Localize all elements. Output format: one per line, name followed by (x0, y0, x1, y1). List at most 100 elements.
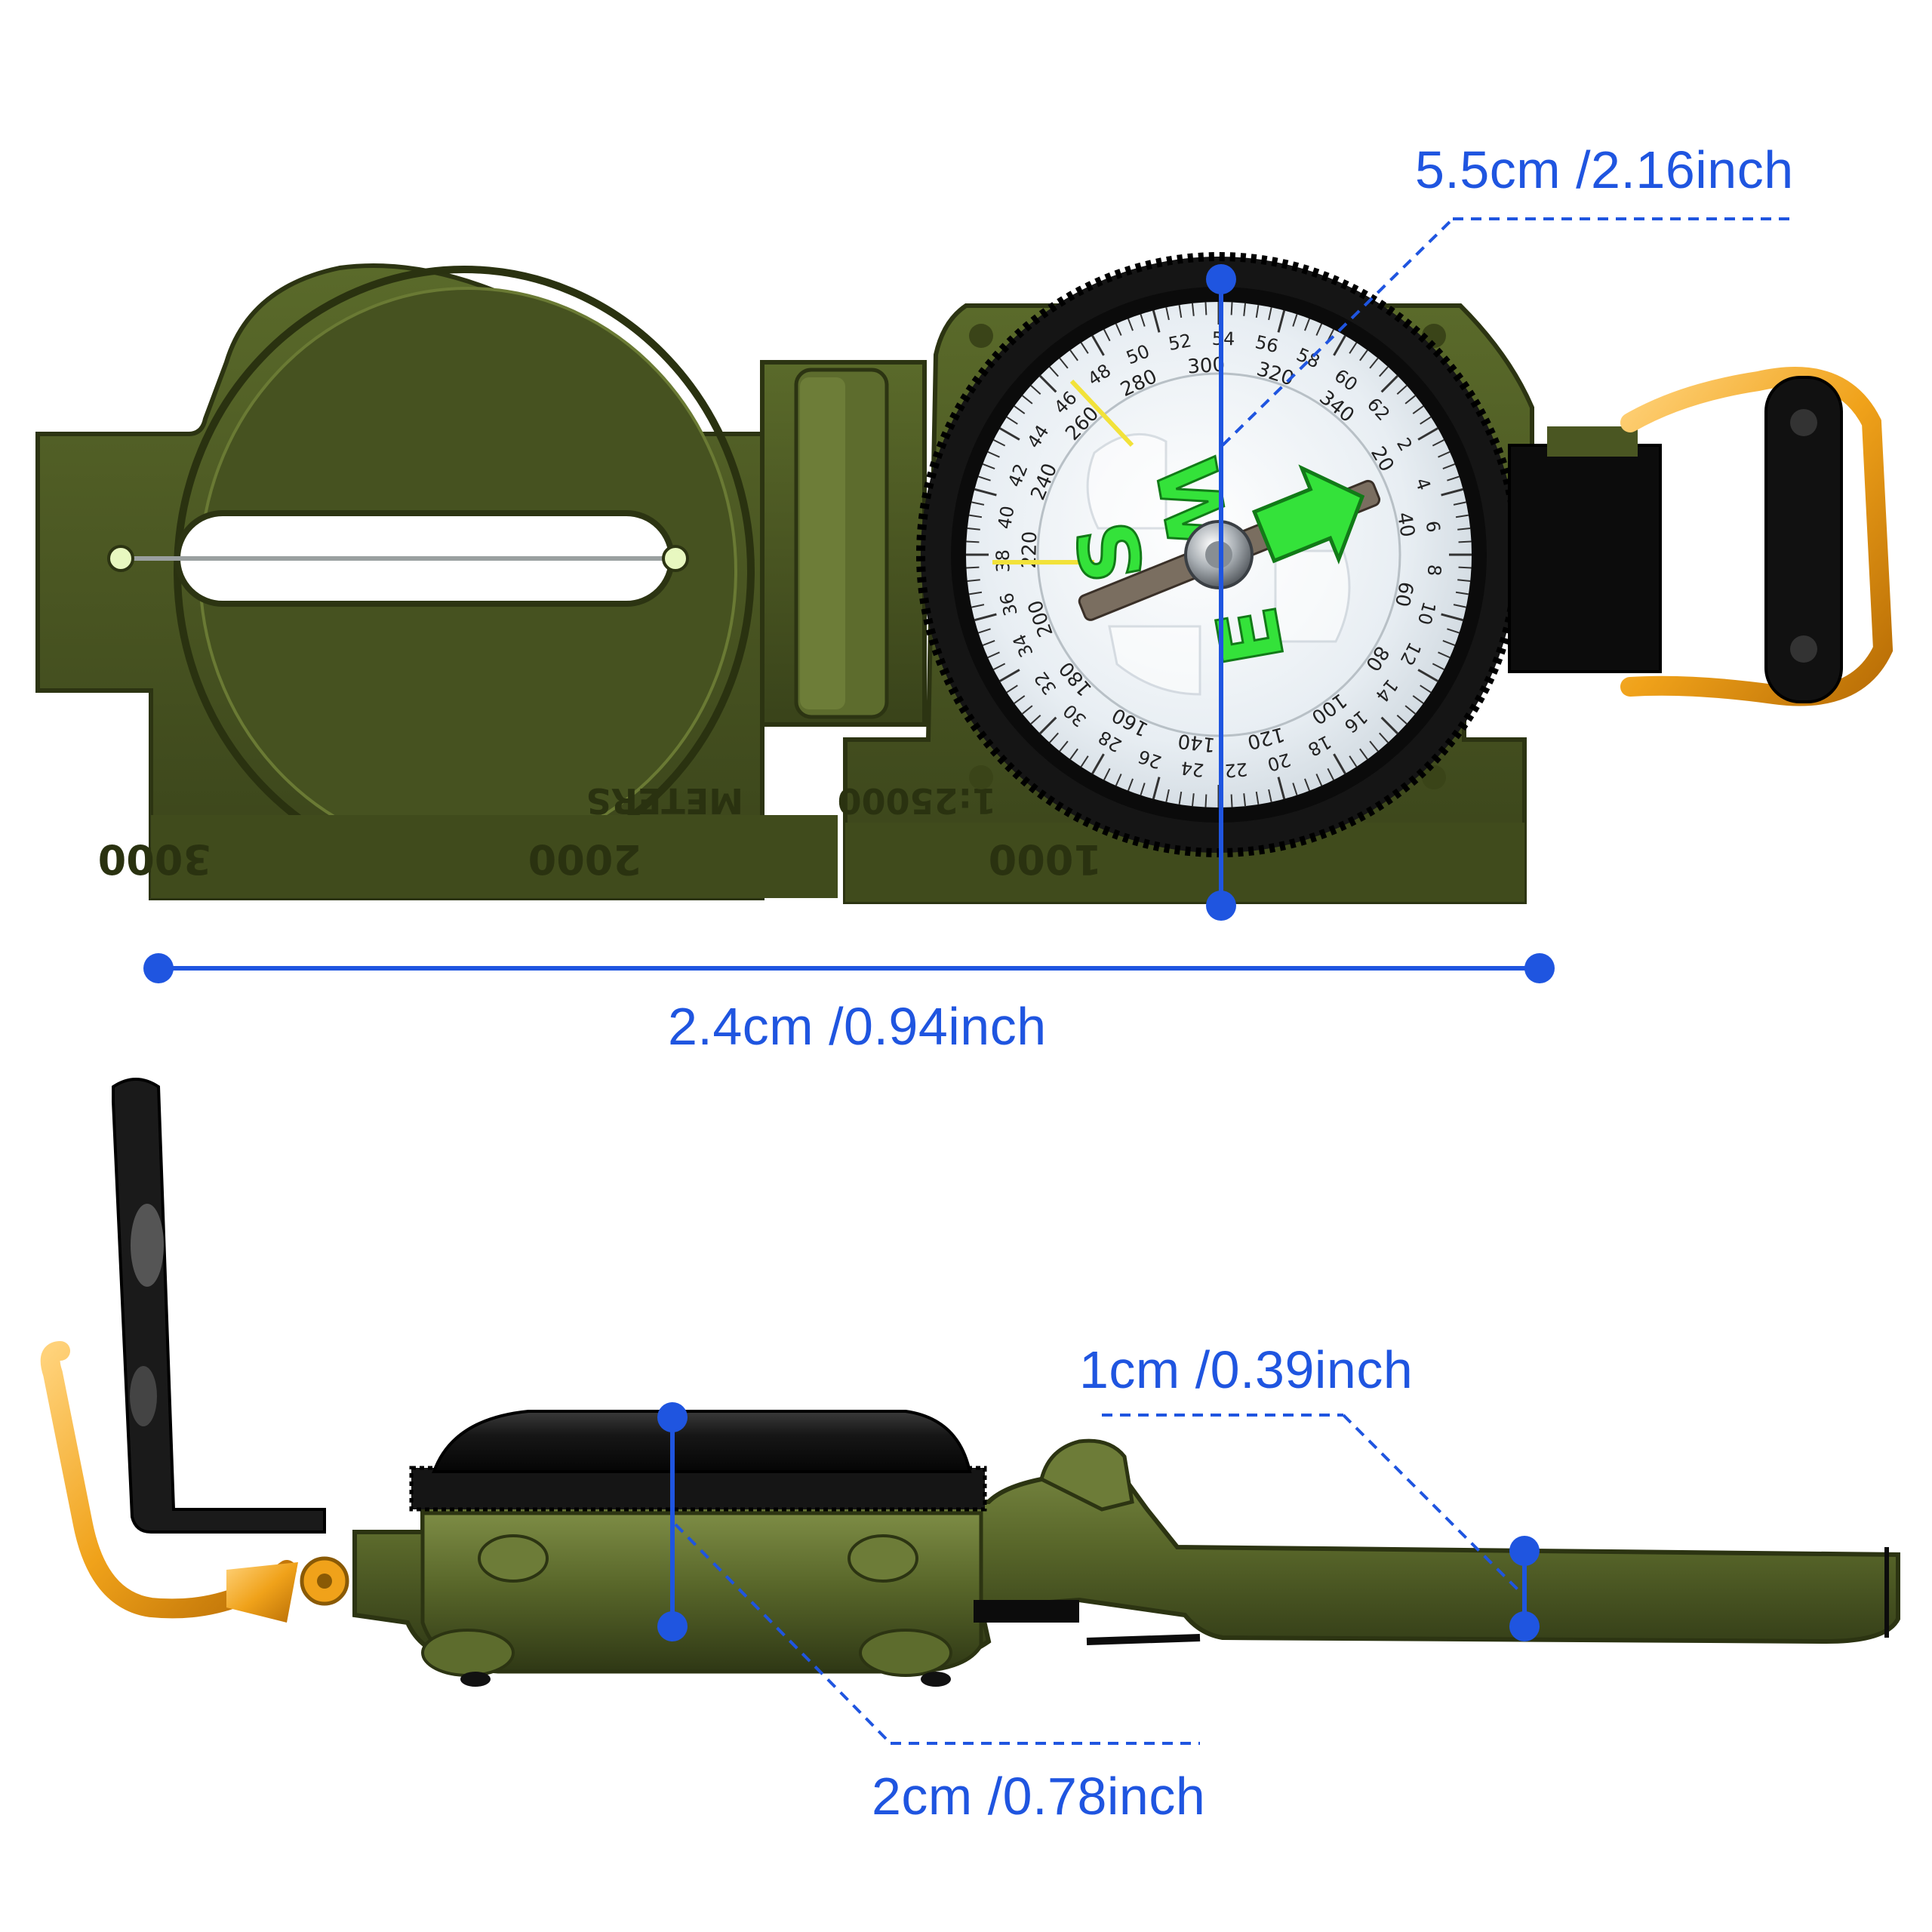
dimension-dial-height (1206, 217, 1796, 921)
side-screw-2 (848, 1534, 918, 1583)
dial-tick (967, 579, 980, 583)
screw-4 (969, 765, 993, 789)
label-dial-thickness: 2cm /0.78inch (872, 1767, 1206, 1826)
dial-tick (1359, 748, 1368, 760)
dial-tick (1304, 778, 1310, 792)
dimension-dot-icon (143, 953, 174, 983)
dial-outer-number: 52 (1167, 330, 1193, 355)
dial-tick (1404, 395, 1416, 405)
dial-tick (1115, 774, 1122, 786)
dial-outer-number: 54 (1212, 328, 1235, 350)
dial-tick (1059, 740, 1069, 752)
dial-tick (1006, 685, 1018, 694)
label-body-thickness: 1cm /0.39inch (1079, 1340, 1414, 1399)
dial-tick (1442, 640, 1456, 646)
dial-tick (1455, 591, 1469, 595)
dial-tick (971, 604, 985, 608)
lumi-pad-right (1274, 549, 1351, 643)
dial-tick (1417, 669, 1438, 682)
dial-outer-number: 36 (996, 591, 1022, 618)
north-arrow-icon (1251, 464, 1365, 565)
dial-tick (1417, 427, 1438, 441)
dial-tick (1039, 716, 1057, 734)
dial-tick (978, 475, 991, 481)
dial-tick (1006, 416, 1018, 425)
dial-tick (1069, 349, 1078, 361)
dial-tick (1379, 732, 1389, 743)
dial-outer-number: 6 (1422, 519, 1444, 534)
dial-tick (1022, 705, 1033, 715)
dial-tick (1396, 385, 1407, 395)
dial-tick (1327, 768, 1334, 780)
dial-tick (1447, 628, 1460, 634)
dial-tick (1315, 774, 1323, 786)
dial-tick (1069, 748, 1078, 760)
dial-tick (1059, 358, 1069, 369)
dial-outer-number: 22 (1223, 758, 1248, 781)
dial-tick (1333, 753, 1346, 774)
dial-tick (1441, 488, 1463, 497)
dial-tick (1455, 514, 1469, 518)
dimension-body-length (143, 953, 1555, 983)
dial-tick (1080, 342, 1089, 354)
dial-tick (1453, 501, 1466, 506)
sight-plate (1764, 376, 1843, 703)
screw-2 (1422, 324, 1446, 348)
dimension-dot-icon (657, 1611, 688, 1641)
dial-tick (987, 451, 1000, 458)
index-line-upper (1069, 379, 1134, 448)
dial-tick (1030, 715, 1041, 724)
dial-tick (1022, 395, 1033, 405)
dial-tick (999, 427, 1020, 441)
dial-outer-number: 40 (994, 504, 1019, 531)
dial-tick (1268, 307, 1272, 321)
side-dome (432, 1410, 972, 1473)
dial-tick (1396, 715, 1407, 724)
dial-tick (1277, 777, 1286, 799)
dial-tick (1432, 663, 1444, 670)
dial-inner-number: 140 (1177, 729, 1217, 756)
dial-tick (999, 669, 1020, 682)
dial-tick (966, 540, 980, 543)
brass-ring[interactable] (1620, 367, 1894, 706)
dial-tick (1243, 303, 1247, 316)
dimension-dot-icon (1206, 891, 1236, 921)
dial-tick (1447, 475, 1460, 481)
dial-tick (987, 651, 1000, 659)
dial-tick (1369, 358, 1379, 369)
ruler-mark-3000: 3000 (98, 835, 211, 883)
dimension-dial-thickness (657, 1402, 1200, 1745)
dial-tick (1420, 685, 1432, 694)
dial-tick (1178, 304, 1183, 318)
dial-tick (967, 527, 980, 531)
dial-tick (993, 439, 1006, 447)
dial-tick (1039, 375, 1057, 393)
dial-tick (1014, 695, 1026, 704)
dial-tick (1115, 323, 1122, 336)
dial-tick (982, 463, 995, 469)
scale-text: 1:25000 (838, 780, 996, 821)
dial-outer-number: 8 (1423, 564, 1445, 577)
dial-tick (1457, 527, 1471, 531)
sight-strap (1508, 444, 1662, 673)
dial-tick (1165, 307, 1170, 321)
lumi-pad-bottom (1108, 625, 1201, 696)
dial-tick (1191, 303, 1195, 316)
dial-tick (1014, 405, 1026, 414)
dial-tick (1140, 314, 1146, 327)
label-dial-height: 5.5cm /2.16inch (1415, 140, 1794, 199)
dial-tick (1349, 342, 1358, 354)
dial-tick (1292, 314, 1298, 327)
dial-tick (1091, 335, 1105, 356)
dial-tick (1457, 579, 1471, 583)
dial-tick (1152, 777, 1161, 799)
dial-tick (1204, 794, 1208, 808)
dial-tick (1030, 385, 1041, 395)
dial-tick (1412, 695, 1424, 704)
dial-tick (1441, 613, 1463, 622)
luminous-dot-right (662, 545, 689, 572)
dial-tick (1103, 329, 1111, 342)
dial-tick (1442, 463, 1456, 469)
dial-tick (1152, 310, 1161, 333)
